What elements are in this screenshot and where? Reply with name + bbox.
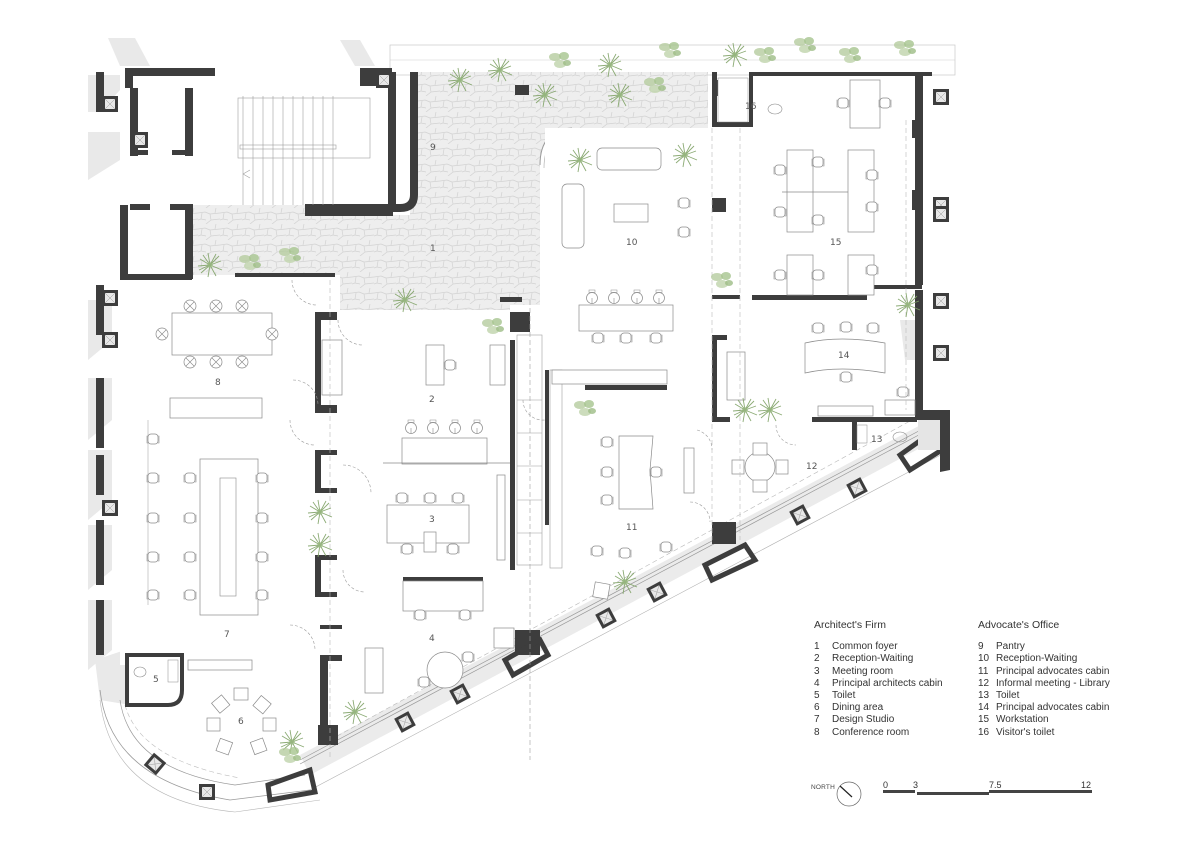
doors — [289, 279, 797, 651]
scale-tick-7-5: 7.5 — [989, 780, 1002, 790]
studio-tables — [146, 420, 269, 671]
toilet-5 — [125, 653, 184, 707]
room-label-9: 9 — [430, 143, 436, 153]
north-label: NORTH — [811, 784, 835, 791]
room-label-2: 2 — [429, 395, 435, 405]
room-label-16: 16 — [745, 102, 757, 112]
scale-tick-0: 0 — [883, 780, 889, 790]
reception-2-furniture — [321, 339, 510, 465]
room-label-14: 14 — [838, 351, 850, 361]
cabin-11-furniture — [551, 369, 695, 600]
toilet-16 — [717, 77, 783, 123]
room-label-11: 11 — [626, 523, 637, 533]
dining-table — [206, 687, 277, 756]
room-labels: 1 2 3 4 5 6 7 8 9 10 11 12 13 14 15 16 — [153, 102, 882, 727]
room-label-7: 7 — [224, 630, 230, 640]
room-label-10: 10 — [626, 238, 638, 248]
room-label-1: 1 — [430, 244, 436, 254]
cabin-14-furniture — [726, 321, 916, 417]
staircase — [237, 96, 371, 205]
toilet-13 — [856, 424, 908, 444]
legend-title: Architect's Firm — [814, 619, 887, 631]
room-label-5: 5 — [153, 675, 159, 685]
room-label-8: 8 — [215, 378, 221, 388]
conference-table — [155, 299, 279, 419]
reception-10-furniture — [561, 147, 691, 344]
room-label-3: 3 — [429, 515, 435, 525]
walls — [96, 68, 932, 745]
room-label-15: 15 — [830, 238, 841, 248]
legend-title: Advocate's Office — [978, 619, 1060, 631]
scale-tick-3: 3 — [913, 780, 919, 790]
workstations-15 — [773, 79, 892, 296]
common-foyer-paving — [190, 72, 708, 310]
scale-bar — [883, 790, 1092, 795]
east-piers — [932, 88, 950, 362]
cabin-4-furniture — [364, 580, 515, 694]
room-label-6: 6 — [238, 717, 244, 727]
grid-lines — [329, 120, 907, 760]
room-label-13: 13 — [871, 435, 882, 445]
scale-tick-12: 12 — [1081, 780, 1092, 790]
library-12-furniture — [731, 442, 789, 493]
meeting-3-furniture — [386, 474, 506, 561]
room-label-4: 4 — [429, 634, 435, 644]
north-arrow-icon — [836, 781, 862, 807]
room-label-12: 12 — [806, 462, 817, 472]
